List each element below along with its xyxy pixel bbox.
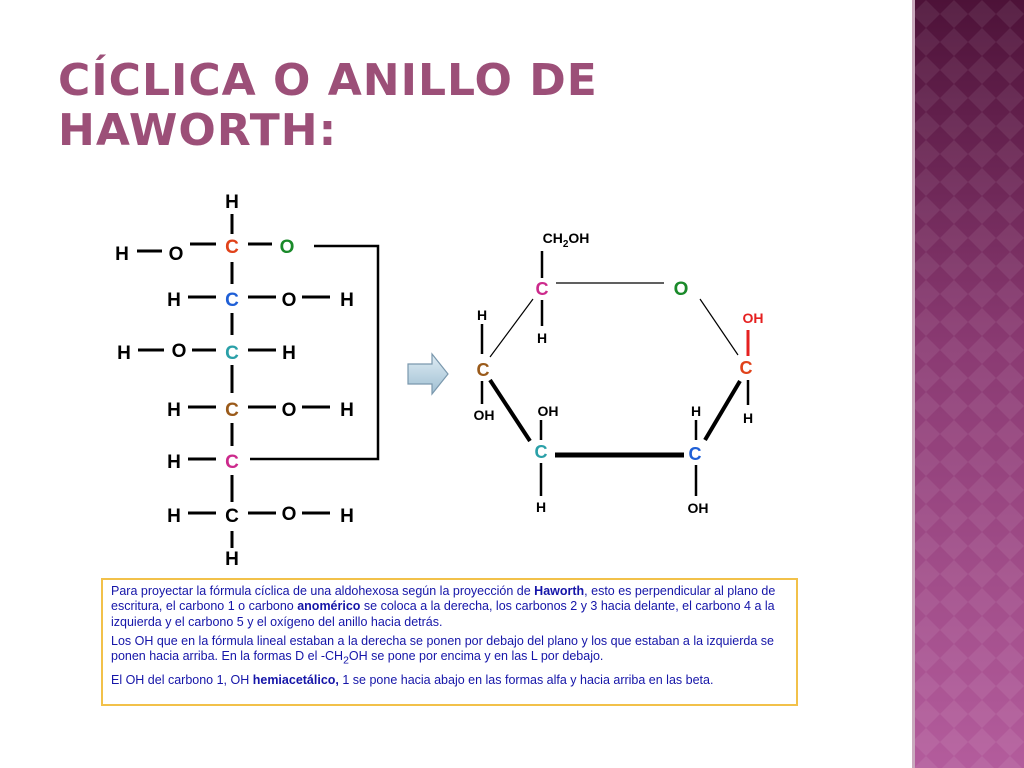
haworth-ch2oh-group: CH2OH [543, 230, 590, 250]
fischer-row3-left-h: H [117, 343, 131, 364]
fischer-row3-left-o: O [172, 341, 187, 362]
fischer-row5-left-h: H [167, 452, 181, 473]
haworth-c4-hydrogen: H [477, 307, 487, 323]
fischer-projection [137, 214, 380, 548]
haworth-atoms: CH2OH C H O OH C H H C OH OH C H H C OH [474, 230, 764, 516]
explanation-paragraph-1: Para proyectar la fórmula cíclica de una… [111, 584, 776, 629]
haworth-carbon-1: C [740, 358, 753, 378]
fischer-row2-left-h: H [167, 290, 181, 311]
haworth-c5-hydrogen: H [537, 330, 547, 346]
haworth-diagram: H H O C O H C O H H O C H H C O H H C H … [115, 192, 764, 570]
haworth-ring-oxygen: O [674, 279, 689, 300]
fischer-carbon-4: C [225, 400, 239, 421]
right-arrow-icon [407, 352, 449, 396]
fischer-carbon-3: C [225, 343, 239, 364]
fischer-row6-left-h: H [167, 506, 181, 527]
title-line-1: CÍCLICA O ANILLO DE [58, 55, 598, 106]
haworth-carbon-4: C [477, 360, 490, 380]
fischer-row2-right-h: H [340, 290, 354, 311]
decorative-side-band [912, 0, 1024, 768]
explanation-box: Para proyectar la fórmula cíclica de una… [101, 578, 798, 706]
fischer-carbon-1: C [225, 237, 239, 258]
haworth-c2-hydrogen: H [691, 403, 701, 419]
fischer-row1-left-o: O [169, 244, 184, 265]
page-title: CÍCLICA O ANILLO DE HAWORTH: [58, 56, 598, 156]
fischer-row3-right-h: H [282, 343, 296, 364]
haworth-c3-hydrogen: H [536, 499, 546, 515]
fischer-carbon-5: C [225, 452, 239, 473]
explanation-paragraph-3: El OH del carbono 1, OH hemiacetálico, 1… [111, 672, 714, 687]
fischer-row1-right-o: O [280, 237, 295, 258]
haworth-c1-hydroxyl: OH [743, 310, 764, 326]
title-line-2: HAWORTH: [58, 105, 338, 156]
fischer-carbon-6: C [225, 506, 239, 527]
fischer-row2-right-o: O [282, 290, 297, 311]
fischer-row4-right-o: O [282, 400, 297, 421]
fischer-top-hydrogen: H [225, 192, 239, 213]
fischer-row4-right-h: H [340, 400, 354, 421]
fischer-row4-left-h: H [167, 400, 181, 421]
fischer-carbon-2: C [225, 290, 239, 311]
haworth-carbon-2: C [689, 444, 702, 464]
fischer-row6-right-h: H [340, 506, 354, 527]
haworth-c4-hydroxyl: OH [474, 407, 495, 423]
haworth-ring-bonds [480, 251, 750, 496]
fischer-bottom-hydrogen: H [225, 549, 239, 570]
explanation-paragraph-2: Los OH que en la fórmula lineal estaban … [111, 633, 774, 667]
fischer-row1-left-h: H [115, 244, 129, 265]
haworth-carbon-3: C [535, 442, 548, 462]
fischer-row6-right-o: O [282, 504, 297, 525]
haworth-c3-hydroxyl: OH [538, 403, 559, 419]
haworth-carbon-5: C [536, 279, 549, 299]
haworth-c1-hydrogen: H [743, 410, 753, 426]
haworth-c2-hydroxyl: OH [688, 500, 709, 516]
fischer-atoms: H H O C O H C O H H O C H H C O H H C H … [115, 192, 354, 570]
